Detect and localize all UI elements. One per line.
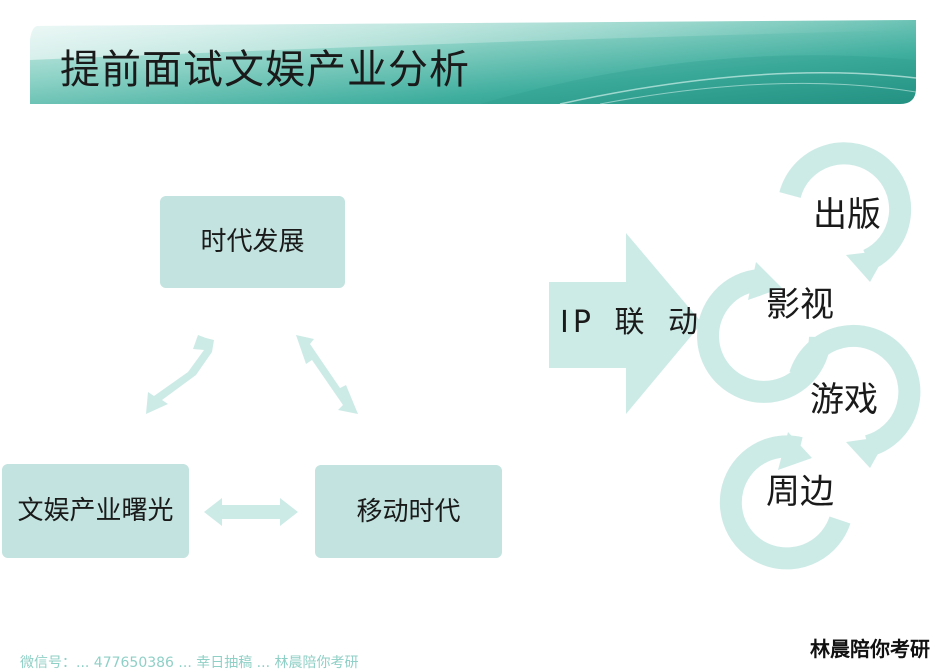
cycle-arrow-4 [719, 435, 851, 570]
cycle-arrowhead-4 [778, 432, 812, 470]
page-title: 提前面试文娱产业分析 [60, 47, 470, 93]
cycle-games: 游戏 [810, 380, 878, 420]
watermark: 林晨陪你考研 [810, 637, 930, 661]
cycle-arrowhead-2 [748, 262, 782, 300]
cycle-publishing: 出版 [813, 195, 881, 235]
cycle-arrow-1 [779, 142, 912, 270]
ip-linkage-label: IP 联 动 [560, 305, 703, 340]
cycle-film: 影视 [766, 285, 834, 325]
ip-linkage-arrow [549, 233, 702, 414]
double-arrow-left-icon [146, 335, 214, 414]
cycle-arrowhead-1 [846, 250, 888, 282]
cycle-merch: 周边 [766, 472, 834, 512]
footer-contact: 微信号：... 477650386 ... 幸日抽稿 ... 林晨陪你考研 [20, 655, 359, 671]
node-mobile-era: 移动时代 [315, 465, 502, 558]
title-banner [30, 20, 917, 105]
node-industry-dawn: 文娱产业曙光 [2, 464, 189, 558]
double-arrow-right-icon [296, 335, 358, 414]
cycle-arrow-3 [789, 324, 921, 457]
cycle-arrowhead-3 [846, 436, 888, 468]
node-era-development: 时代发展 [160, 196, 345, 288]
double-arrow-horizontal-icon [204, 498, 298, 526]
